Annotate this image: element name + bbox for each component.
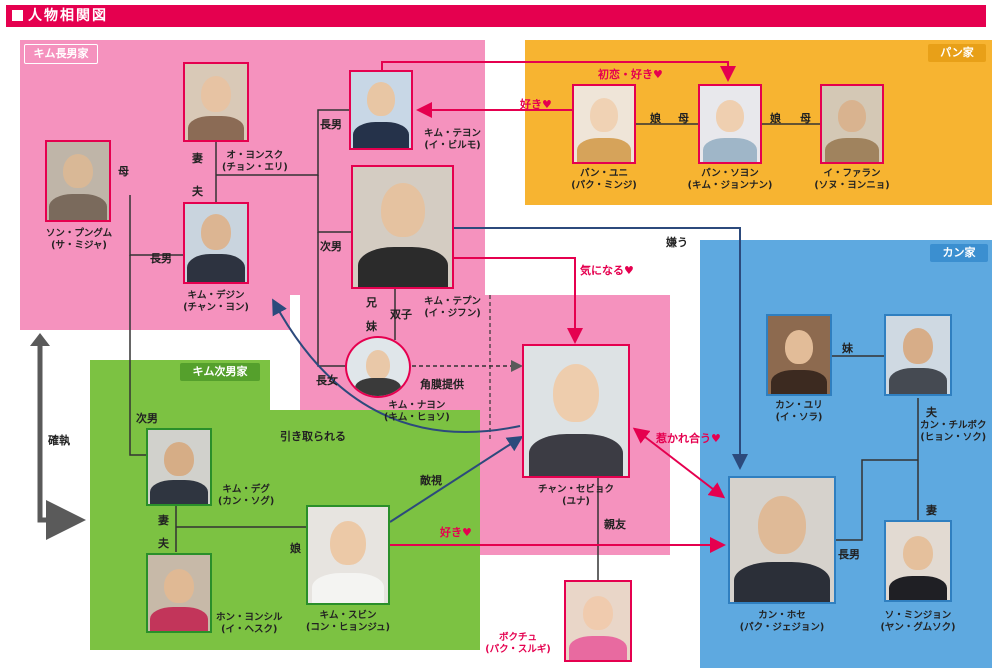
line-tree-tepun bbox=[317, 175, 352, 233]
photo-kan-yuri bbox=[766, 314, 832, 396]
line-kan-son bbox=[836, 459, 918, 541]
name-pan-yuni: パン・ユニ(パク・ミンジ) bbox=[571, 168, 637, 191]
name-oh-yonsuku: オ・ヨンスク(チョン・エリ) bbox=[222, 150, 288, 173]
arrow-hikareau bbox=[632, 427, 726, 499]
name-kim-teyon: キム・テヨン(イ・ビルモ) bbox=[424, 128, 482, 151]
name-kim-degu: キム・デグ(カン・ソグ) bbox=[218, 484, 275, 507]
rel-ani: 兄 bbox=[366, 296, 377, 309]
page-title: 人物相関図 bbox=[28, 8, 108, 24]
rel-hikareau: 惹かれ合う♥ bbox=[656, 432, 721, 445]
name-kim-subin: キム・スビン(コン・ヒョンジュ) bbox=[305, 610, 391, 633]
rel-kan-imouto: 妹 bbox=[842, 342, 853, 355]
name-chan-sebyoku: チャン・セビョク(ユナ) bbox=[538, 484, 614, 507]
rel-futago: 双子 bbox=[390, 308, 412, 321]
rel-shinyuu: 親友 bbox=[604, 518, 626, 531]
photo-pan-soyon bbox=[698, 84, 762, 164]
rel-suki-yuni: 好き♥ bbox=[520, 98, 552, 111]
name-hon-yonshiru: ホン・ヨンシル(イ・ヘスク) bbox=[216, 612, 283, 635]
arrow-kakushitsu bbox=[37, 340, 86, 540]
rel-hatsukoi: 初恋・好き♥ bbox=[598, 68, 663, 81]
name-i-faran: イ・ファラン(ソヌ・ヨンニョ) bbox=[814, 168, 890, 191]
rel-kan-chounan: 長男 bbox=[838, 548, 860, 561]
photo-kim-tepun bbox=[351, 165, 454, 289]
name-kan-yuri: カン・ユリ(イ・ソラ) bbox=[775, 400, 823, 423]
name-kan-chirubokku: カン・チルボク(ヒョン・ソク) bbox=[920, 420, 987, 443]
rel-kan-tsuma: 妻 bbox=[926, 504, 937, 517]
line-dejin-children bbox=[216, 109, 350, 176]
arrow-kininaru bbox=[454, 257, 583, 344]
tag-pan-family: パン家 bbox=[928, 44, 986, 62]
photo-pan-yuni bbox=[572, 84, 636, 164]
rel-haha: 母 bbox=[118, 165, 129, 178]
rel-tekishi: 敵視 bbox=[420, 474, 442, 487]
rel-chounan-teyon: 長男 bbox=[320, 118, 342, 131]
arrow-iyau bbox=[454, 227, 748, 470]
rel-kan-otto: 夫 bbox=[926, 406, 937, 419]
photo-kim-subin bbox=[306, 505, 390, 605]
rel-choujo: 長女 bbox=[316, 374, 338, 387]
name-kan-hose: カン・ホセ(パク・ジェジョン) bbox=[739, 610, 825, 633]
line-pungumu-dejin bbox=[129, 195, 184, 256]
square-icon bbox=[12, 10, 23, 21]
photo-so-minjon bbox=[884, 520, 952, 602]
rel-suki-subin: 好き♥ bbox=[440, 526, 472, 539]
tag-kim-main-family: キム長男家 bbox=[24, 44, 98, 64]
photo-kan-chirubokku bbox=[884, 314, 952, 396]
photo-kim-teyon bbox=[349, 70, 413, 150]
rel-kakumaku: 角膜提供 bbox=[420, 378, 464, 391]
photo-kim-nayon bbox=[345, 336, 411, 398]
rel-kim2-otto: 夫 bbox=[158, 537, 169, 550]
rel-otto: 夫 bbox=[192, 185, 203, 198]
rel-kim2-tsuma: 妻 bbox=[158, 514, 169, 527]
arrow-kakushitsu-head bbox=[30, 333, 50, 346]
rel-hikitorareru: 引き取られる bbox=[280, 430, 346, 443]
name-kim-tepun: キム・テプン(イ・ジフン) bbox=[424, 296, 482, 319]
name-kim-nayon: キム・ナヨン(キム・ヒョソ) bbox=[384, 400, 450, 423]
rel-haha2: 母 bbox=[678, 112, 689, 125]
photo-oh-yonsuku bbox=[183, 62, 249, 142]
rel-kakushitsu: 確執 bbox=[48, 434, 70, 447]
tag-kim-second-family: キム次男家 bbox=[180, 363, 260, 381]
photo-chan-sebyoku bbox=[522, 344, 630, 478]
arrow-hikitorareru bbox=[272, 298, 521, 433]
photo-kan-hose bbox=[728, 476, 836, 604]
rel-musume2: 娘 bbox=[770, 112, 781, 125]
photo-i-faran bbox=[820, 84, 884, 164]
name-son-pungumu: ソン・プングム(サ・ミジャ) bbox=[45, 228, 113, 251]
name-kim-dejin: キム・デジン(チャン・ヨン) bbox=[183, 290, 249, 313]
rel-kininaru: 気になる♥ bbox=[580, 264, 634, 277]
arrow-hatsukoi bbox=[381, 61, 736, 82]
photo-son-pungumu bbox=[45, 140, 111, 222]
rel-haha3: 母 bbox=[800, 112, 811, 125]
name-pan-soyon: パン・ソヨン(キム・ジョンナン) bbox=[687, 168, 773, 191]
rel-jinan: 次男 bbox=[320, 240, 342, 253]
photo-kim-degu bbox=[146, 428, 212, 506]
photo-kim-dejin bbox=[183, 202, 249, 284]
rel-imouto: 妹 bbox=[366, 320, 377, 333]
rel-iyau: 嫌う bbox=[666, 236, 688, 249]
page-title-bar: 人物相関図 bbox=[6, 5, 986, 27]
tag-kan-family: カン家 bbox=[930, 244, 988, 262]
rel-tsuma: 妻 bbox=[192, 152, 203, 165]
arrow-tekishi bbox=[389, 435, 524, 523]
rel-kim2-musume: 娘 bbox=[290, 542, 301, 555]
photo-bokuchu bbox=[564, 580, 632, 662]
photo-hon-yonshiru bbox=[146, 553, 212, 633]
rel-kim2-jinan: 次男 bbox=[136, 412, 158, 425]
line-pungumu-degu bbox=[129, 255, 146, 456]
name-so-minjon: ソ・ミンジョン(ヤン・グムソク) bbox=[880, 610, 956, 633]
name-bokuchu: ボクチュ(パク・スルギ) bbox=[485, 632, 551, 655]
rel-chounan: 長男 bbox=[150, 252, 172, 265]
rel-musume: 娘 bbox=[650, 112, 661, 125]
